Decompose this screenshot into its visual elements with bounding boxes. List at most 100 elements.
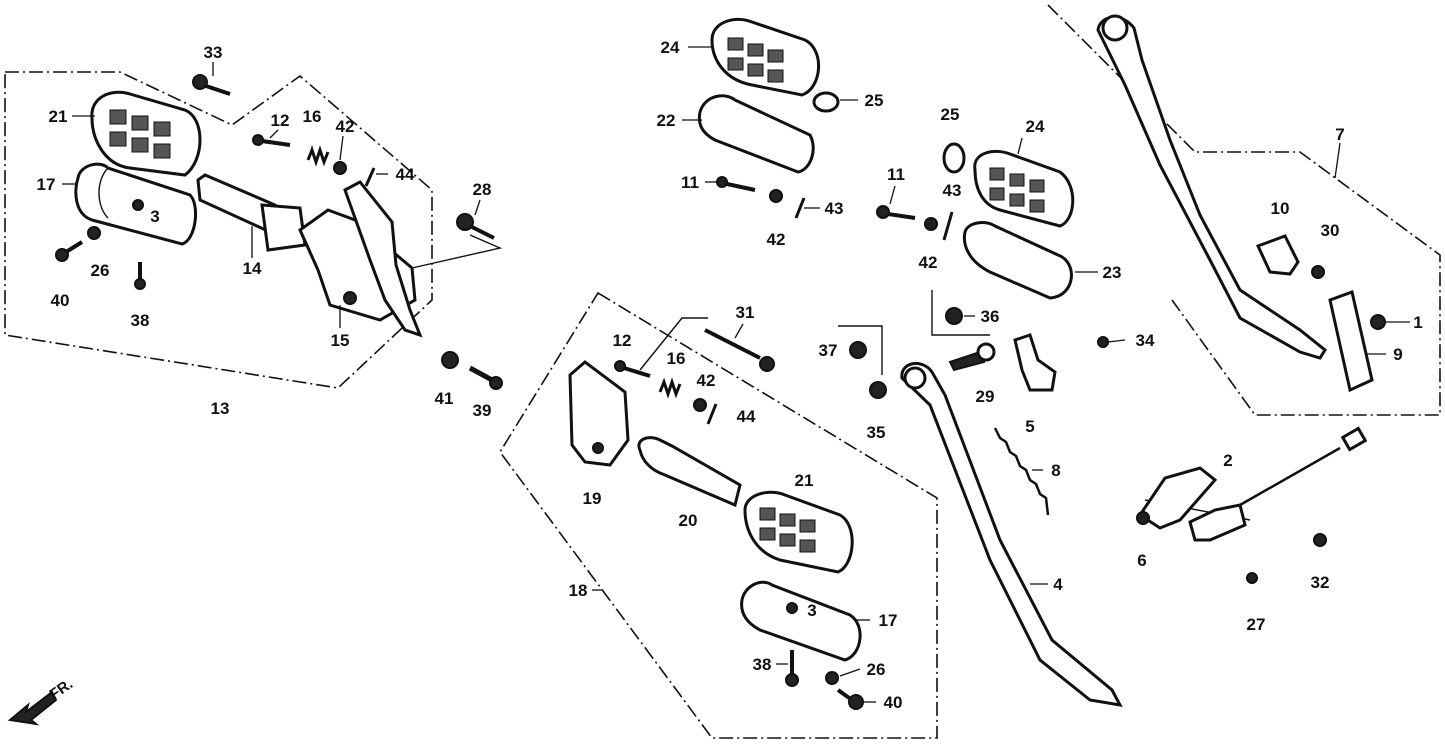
callout-7: 7 [1335,125,1344,144]
cotter-44-right [706,403,718,425]
bracket-6 [1136,466,1218,530]
callout-11: 11 [681,173,699,192]
callout-25: 25 [865,91,884,110]
callout-37: 37 [819,341,838,360]
callout-40: 40 [884,693,903,712]
callout-17: 17 [37,175,56,194]
bolt-28 [456,213,495,240]
callout-9: 9 [1393,345,1402,364]
callout-12: 12 [613,331,632,350]
callout-44: 44 [396,165,415,184]
footpeg-bar-20 [637,436,742,508]
screw-38-left [134,262,146,290]
group-7-outline [1047,4,1441,416]
stand-switch-5 [1013,333,1057,392]
callout-1: 1 [1413,313,1422,332]
callout-labels: 33 21 12 16 42 44 17 3 28 40 26 14 38 15… [37,38,1423,712]
footpeg-shell-17-right [740,580,862,662]
cotter-44-left [364,167,376,187]
bolt-34 [1097,336,1109,348]
nut-37 [849,341,867,359]
pin-11-right [876,205,916,220]
callout-44: 44 [737,407,756,426]
callout-16: 16 [667,349,686,368]
nut-35 [869,381,887,399]
callout-12: 12 [271,111,290,130]
callout-41: 41 [435,389,454,408]
callout-21: 21 [49,107,68,126]
callout-16: 16 [303,107,322,126]
callout-22: 22 [657,111,676,130]
main-stand-arm [1096,14,1327,360]
callout-25: 25 [941,105,960,124]
leader-lines [411,234,1251,521]
washer-25-right [942,142,966,174]
nut-1 [1370,314,1386,330]
washer-26-left [87,226,101,240]
callout-4: 4 [1053,575,1063,594]
callout-42: 42 [767,230,786,249]
washer-42-top [769,189,783,203]
bolt-33 [192,74,231,96]
callout-18: 18 [569,581,588,600]
cotter-43-right [942,211,954,241]
callout-10: 10 [1271,199,1290,218]
callout-35: 35 [867,423,886,442]
callout-13: 13 [211,399,230,418]
group-13-outline [4,71,433,389]
footpeg-rubber-21-left [90,90,202,177]
screw-38-right [785,650,799,687]
callout-3: 3 [807,601,816,620]
footpeg-shell-22 [697,94,815,174]
spring-16-right [658,377,682,399]
callout-36: 36 [981,307,1000,326]
callout-42: 42 [697,371,716,390]
bolt-40-right [836,688,864,710]
footpeg-rubber-24-top [710,17,820,97]
callout-21: 21 [795,471,814,490]
callout-26: 26 [867,660,886,679]
footpeg-bracket-19 [568,360,630,467]
callout-24: 24 [1026,117,1045,136]
nut-41 [441,351,459,369]
screw-27 [1246,572,1258,584]
callout-40: 40 [51,291,70,310]
stand-switch-2 [1188,426,1368,542]
pin-11-top [716,176,756,192]
group-18-outline [499,291,938,739]
pin-12-left [252,134,291,147]
callout-42: 42 [919,253,938,272]
spring-8 [993,427,1050,516]
callout-19: 19 [583,489,602,508]
callout-14: 14 [243,259,262,278]
bolt-31 [704,328,775,372]
washer-42-right [924,217,938,231]
footpeg-shell-23 [962,221,1073,300]
callout-26: 26 [91,261,110,280]
callout-33: 33 [204,43,223,62]
bolt-32 [1313,533,1327,547]
callout-20: 20 [679,511,698,530]
cotter-43-top [794,197,806,219]
footpeg-rubber-21-right [743,490,854,574]
screw-3-right [786,602,798,614]
callout-23: 23 [1103,263,1122,282]
front-direction-arrow: FR. [7,675,76,726]
callout-43: 43 [943,181,962,200]
bolt-29 [948,342,996,372]
callout-34: 34 [1136,331,1155,350]
callout-39: 39 [473,401,492,420]
callout-5: 5 [1025,417,1034,436]
footpeg-bracket-15 [298,180,423,338]
callout-3: 3 [150,207,159,226]
stopper-9 [1328,290,1374,393]
callout-2: 2 [1223,451,1232,470]
callout-leaders [62,46,1410,703]
callout-30: 30 [1321,221,1340,240]
callout-24: 24 [661,38,680,57]
footpeg-bar-14 [196,173,307,252]
callout-6: 6 [1137,551,1146,570]
footpeg-rubber-24-right [973,149,1075,228]
side-stand-4 [900,362,1123,707]
